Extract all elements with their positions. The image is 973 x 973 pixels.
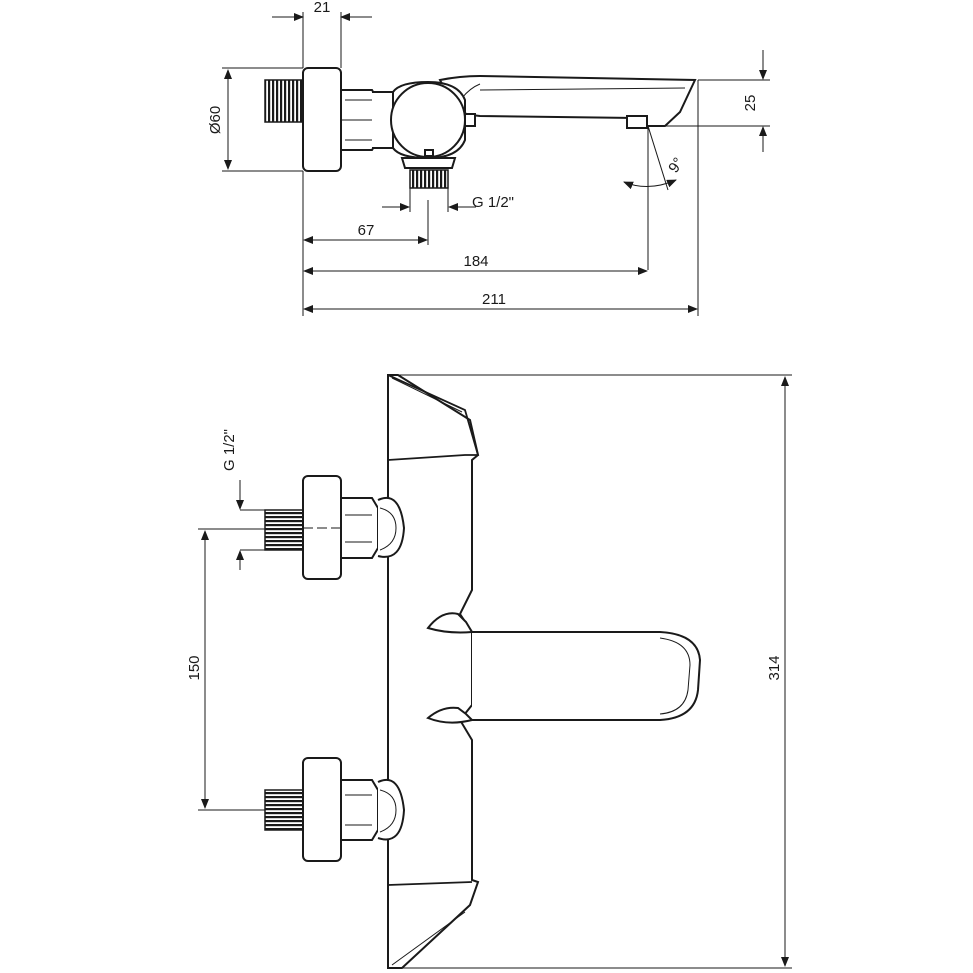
dim-total-depth: 211 (482, 291, 506, 308)
front-upper-inlet (264, 475, 406, 580)
side-wall-flange (302, 67, 342, 172)
side-outlet-thread (409, 169, 449, 189)
dim-inlet-thread: G 1/2" (221, 429, 238, 471)
dim-inlet-spacing: 150 (186, 655, 203, 680)
dim-spout-reach: 184 (463, 253, 488, 270)
side-view: 21 Ø60 25 9° G 1/2" 67 184 211 (207, 0, 770, 316)
dim-total-width: 314 (766, 655, 783, 680)
front-mixer-body (387, 374, 480, 969)
side-inlet-thread (264, 79, 304, 123)
front-lower-inlet (264, 757, 406, 862)
side-mixer-body (390, 80, 476, 169)
front-view: G 1/2" 150 314 (186, 374, 792, 969)
side-spout (438, 74, 697, 127)
dim-diameter: Ø60 (207, 106, 224, 134)
dim-angle: 9° (665, 155, 687, 177)
dim-outlet-offset: 67 (358, 222, 375, 239)
dim-spout-height: 25 (742, 95, 759, 112)
dim-flange-depth: 21 (314, 0, 331, 16)
dim-outlet-thread: G 1/2" (472, 194, 514, 211)
front-spout (472, 631, 702, 721)
